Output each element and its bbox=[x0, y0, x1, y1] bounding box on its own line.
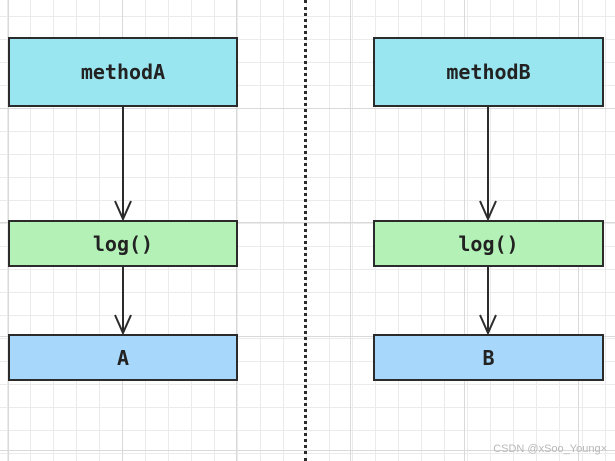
leaf-b-node: B bbox=[373, 334, 604, 381]
leaf-a-node: A bbox=[8, 334, 238, 381]
column-divider bbox=[304, 0, 307, 461]
log-a-node: log() bbox=[8, 220, 238, 267]
log-b-node: log() bbox=[373, 220, 604, 267]
method-b-node: methodB bbox=[373, 37, 604, 107]
method-a-node: methodA bbox=[8, 37, 238, 107]
watermark: CSDN @xSoo_Young× bbox=[493, 443, 607, 455]
